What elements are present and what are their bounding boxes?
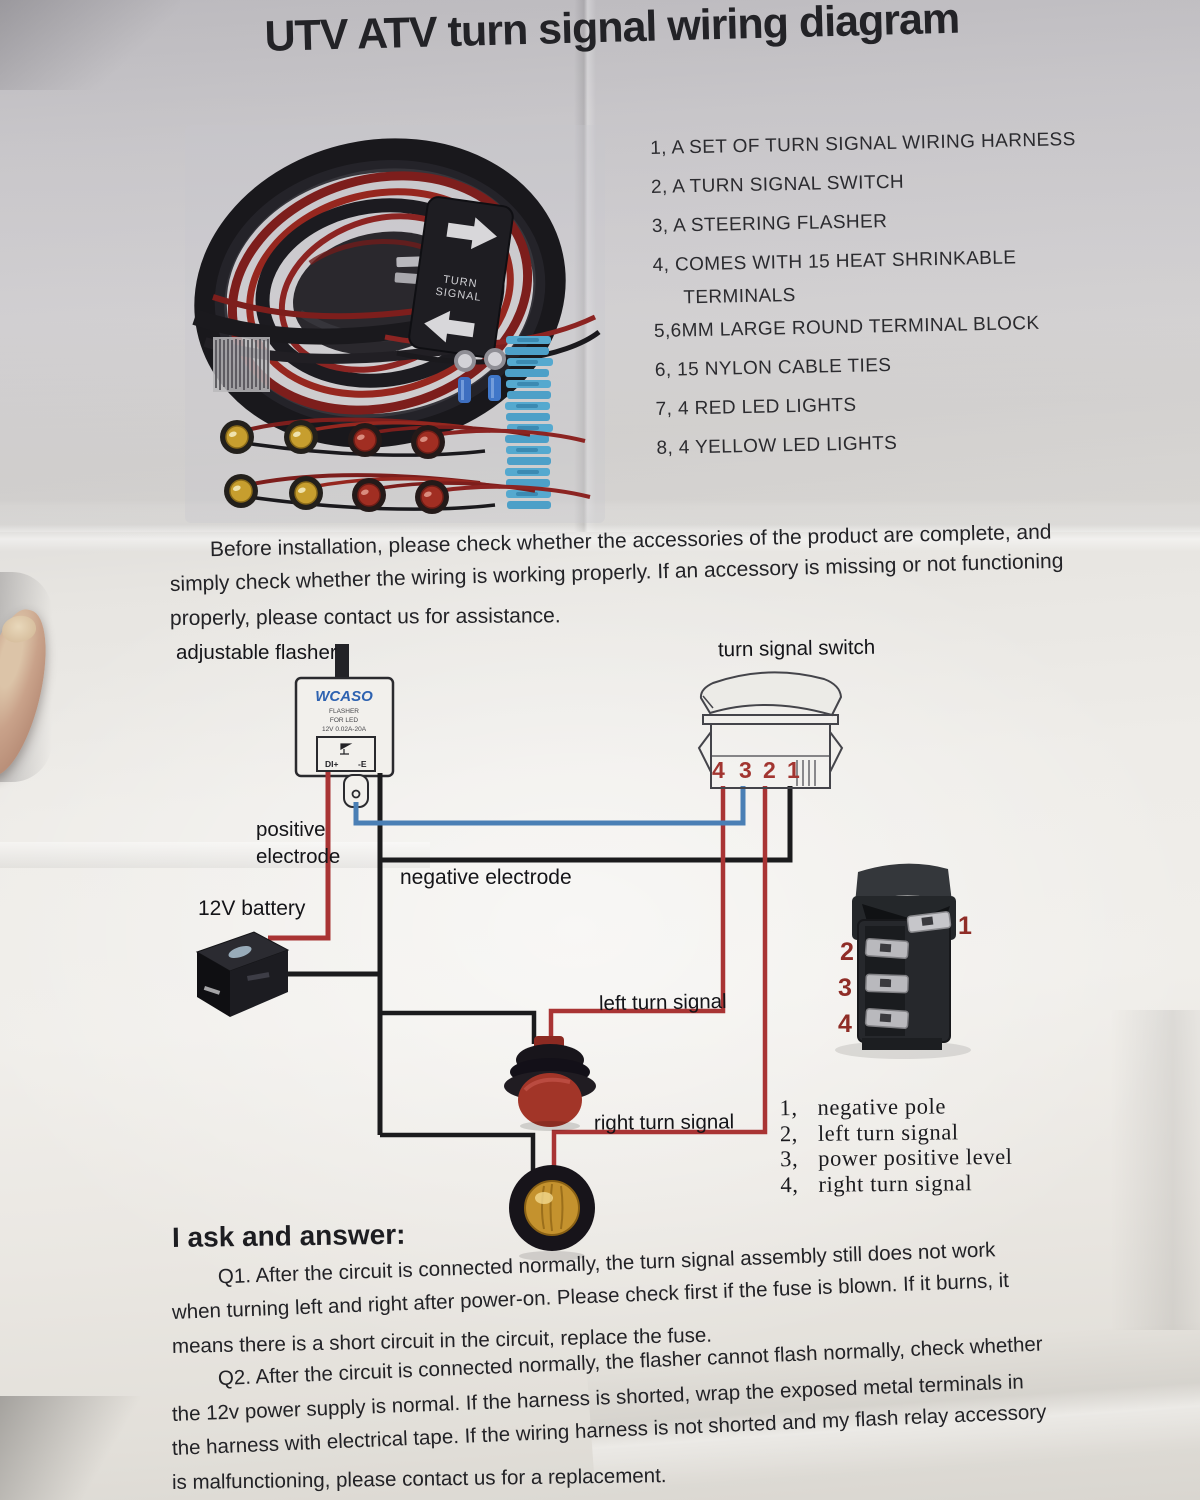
legend-row: 4, right turn signal xyxy=(780,1169,1013,1197)
photo-corner-shadow-top-left xyxy=(0,0,180,90)
left-led-ground-wire xyxy=(380,1010,537,1044)
photo-pin-3: 3 xyxy=(838,974,852,1002)
negative-electrode-wire xyxy=(380,786,793,863)
switch-pin-3: 3 xyxy=(739,757,752,783)
qa-section: I ask and answer: Q1. After the circuit … xyxy=(171,1218,1162,1500)
right-led-ground-wire xyxy=(380,1132,536,1172)
qa-heading: I ask and answer: xyxy=(171,1218,406,1253)
legend-row: 3, power positive level xyxy=(780,1144,1013,1172)
flasher-terminal-left: DI+ xyxy=(325,759,339,769)
parts-list-item: 8, 4 YELLOW LED LIGHTS xyxy=(656,432,898,459)
photo-pin-4: 4 xyxy=(838,1010,852,1038)
nylon-cable-ties xyxy=(213,337,270,392)
turn-signal-rocker-switch: TURN SIGNAL xyxy=(394,196,514,358)
legend-row: 1, negative pole xyxy=(779,1093,1012,1121)
wiring-schematic: WCASO FLASHER FOR LED 12V 0.02A-20A DI+ … xyxy=(195,644,972,1261)
switch-label-line1: TURN xyxy=(442,274,478,291)
flasher-to-switch-blue-wire xyxy=(353,786,746,826)
product-kit-photo: TURN SIGNAL xyxy=(185,125,605,523)
q2-line: is malfunctioning, please contact us for… xyxy=(171,1464,667,1494)
paper-crease-vertical xyxy=(574,0,596,532)
left-turn-led xyxy=(504,1036,596,1131)
flasher-label-1: FLASHER xyxy=(329,708,359,715)
parts-list-item: 3, A STEERING FLASHER xyxy=(651,211,888,237)
legend-label: left turn signal xyxy=(817,1118,959,1146)
photo-corner-shadow-bottom-left xyxy=(0,1396,170,1500)
photo-pin-2: 2 xyxy=(840,938,854,966)
paper-crease-right xyxy=(1110,1010,1200,1330)
parts-list: 1, A SET OF TURN SIGNAL WIRING HARNESS 2… xyxy=(650,128,1137,477)
positive-electrode-wire xyxy=(268,772,331,941)
parts-list-item-continued: TERMINALS xyxy=(683,284,796,309)
spade-terminal xyxy=(396,256,425,268)
flasher-label-2: FOR LED xyxy=(330,717,358,724)
parts-list-item: 5,6MM LARGE ROUND TERMINAL BLOCK xyxy=(653,312,1040,342)
heat-shrink-terminals xyxy=(505,336,553,509)
turn-signal-switch-symbol: 4 3 2 1 xyxy=(697,671,844,789)
legend-num: 2, xyxy=(779,1120,799,1146)
legend-num: 1, xyxy=(779,1095,798,1121)
legend-row: 2, left turn signal xyxy=(780,1118,1013,1146)
flasher-relay-symbol: WCASO FLASHER FOR LED 12V 0.02A-20A DI+ … xyxy=(294,676,395,808)
flasher-brand-logo: WCASO xyxy=(315,688,373,705)
round-terminal-blocks xyxy=(454,348,506,403)
right-turn-signal-wire xyxy=(551,786,768,1168)
switch-pin-4: 4 xyxy=(712,757,725,783)
positive-electrode-line1: positive xyxy=(256,818,326,841)
parts-list-item: 2, A TURN SIGNAL SWITCH xyxy=(650,171,905,198)
negative-electrode-label: negative electrode xyxy=(400,866,572,889)
parts-list-item: 4, COMES WITH 15 HEAT SHRINKABLE xyxy=(652,247,1017,276)
legend-label: negative pole xyxy=(817,1093,947,1120)
turn-signal-switch-label: turn signal switch xyxy=(717,635,876,662)
switch-pin-1: 1 xyxy=(787,757,800,783)
paper-crease-mid xyxy=(0,842,430,868)
switch-rear-photo: 2 3 4 1 xyxy=(835,863,972,1059)
led-lights xyxy=(220,420,449,514)
legend-label: power positive level xyxy=(818,1143,1013,1171)
adjustable-flasher-label: adjustable flasher xyxy=(176,641,337,664)
battery-12v xyxy=(195,931,290,1017)
parts-list-item: 6, 15 NYLON CABLE TIES xyxy=(654,354,892,381)
right-turn-signal-label: right turn signal xyxy=(593,1110,735,1135)
right-turn-led xyxy=(509,1165,595,1261)
right-arrow-icon xyxy=(446,217,497,250)
photo-pin-1: 1 xyxy=(958,912,972,940)
schematic-wires xyxy=(263,772,793,1172)
positive-electrode-line2: electrode xyxy=(256,845,341,868)
paper-crease-horizontal xyxy=(0,506,1200,552)
switch-pin-2: 2 xyxy=(763,757,776,783)
flasher-terminal-right: -E xyxy=(358,759,367,769)
flasher-label-3: 12V 0.02A-20A xyxy=(322,726,367,733)
left-arrow-icon xyxy=(424,310,475,343)
positive-electrode-label: positive electrode xyxy=(256,816,340,870)
flasher-top-wire-stub xyxy=(335,644,349,682)
pin-legend: 1, negative pole 2, left turn signal 3, … xyxy=(779,1093,1013,1197)
flasher-circuit-glyph xyxy=(340,743,353,755)
battery-label: 12V battery xyxy=(198,897,306,920)
legend-num: 3, xyxy=(780,1146,799,1172)
switch-spade-terminals xyxy=(864,911,952,1029)
legend-label: right turn signal xyxy=(818,1169,973,1197)
paper-shading-top xyxy=(0,0,1200,532)
legend-num: 4, xyxy=(780,1171,799,1197)
left-turn-signal-label: left turn signal xyxy=(598,989,727,1016)
parts-list-item: 7, 4 RED LED LIGHTS xyxy=(655,394,857,420)
left-turn-signal-wire xyxy=(548,786,726,1040)
